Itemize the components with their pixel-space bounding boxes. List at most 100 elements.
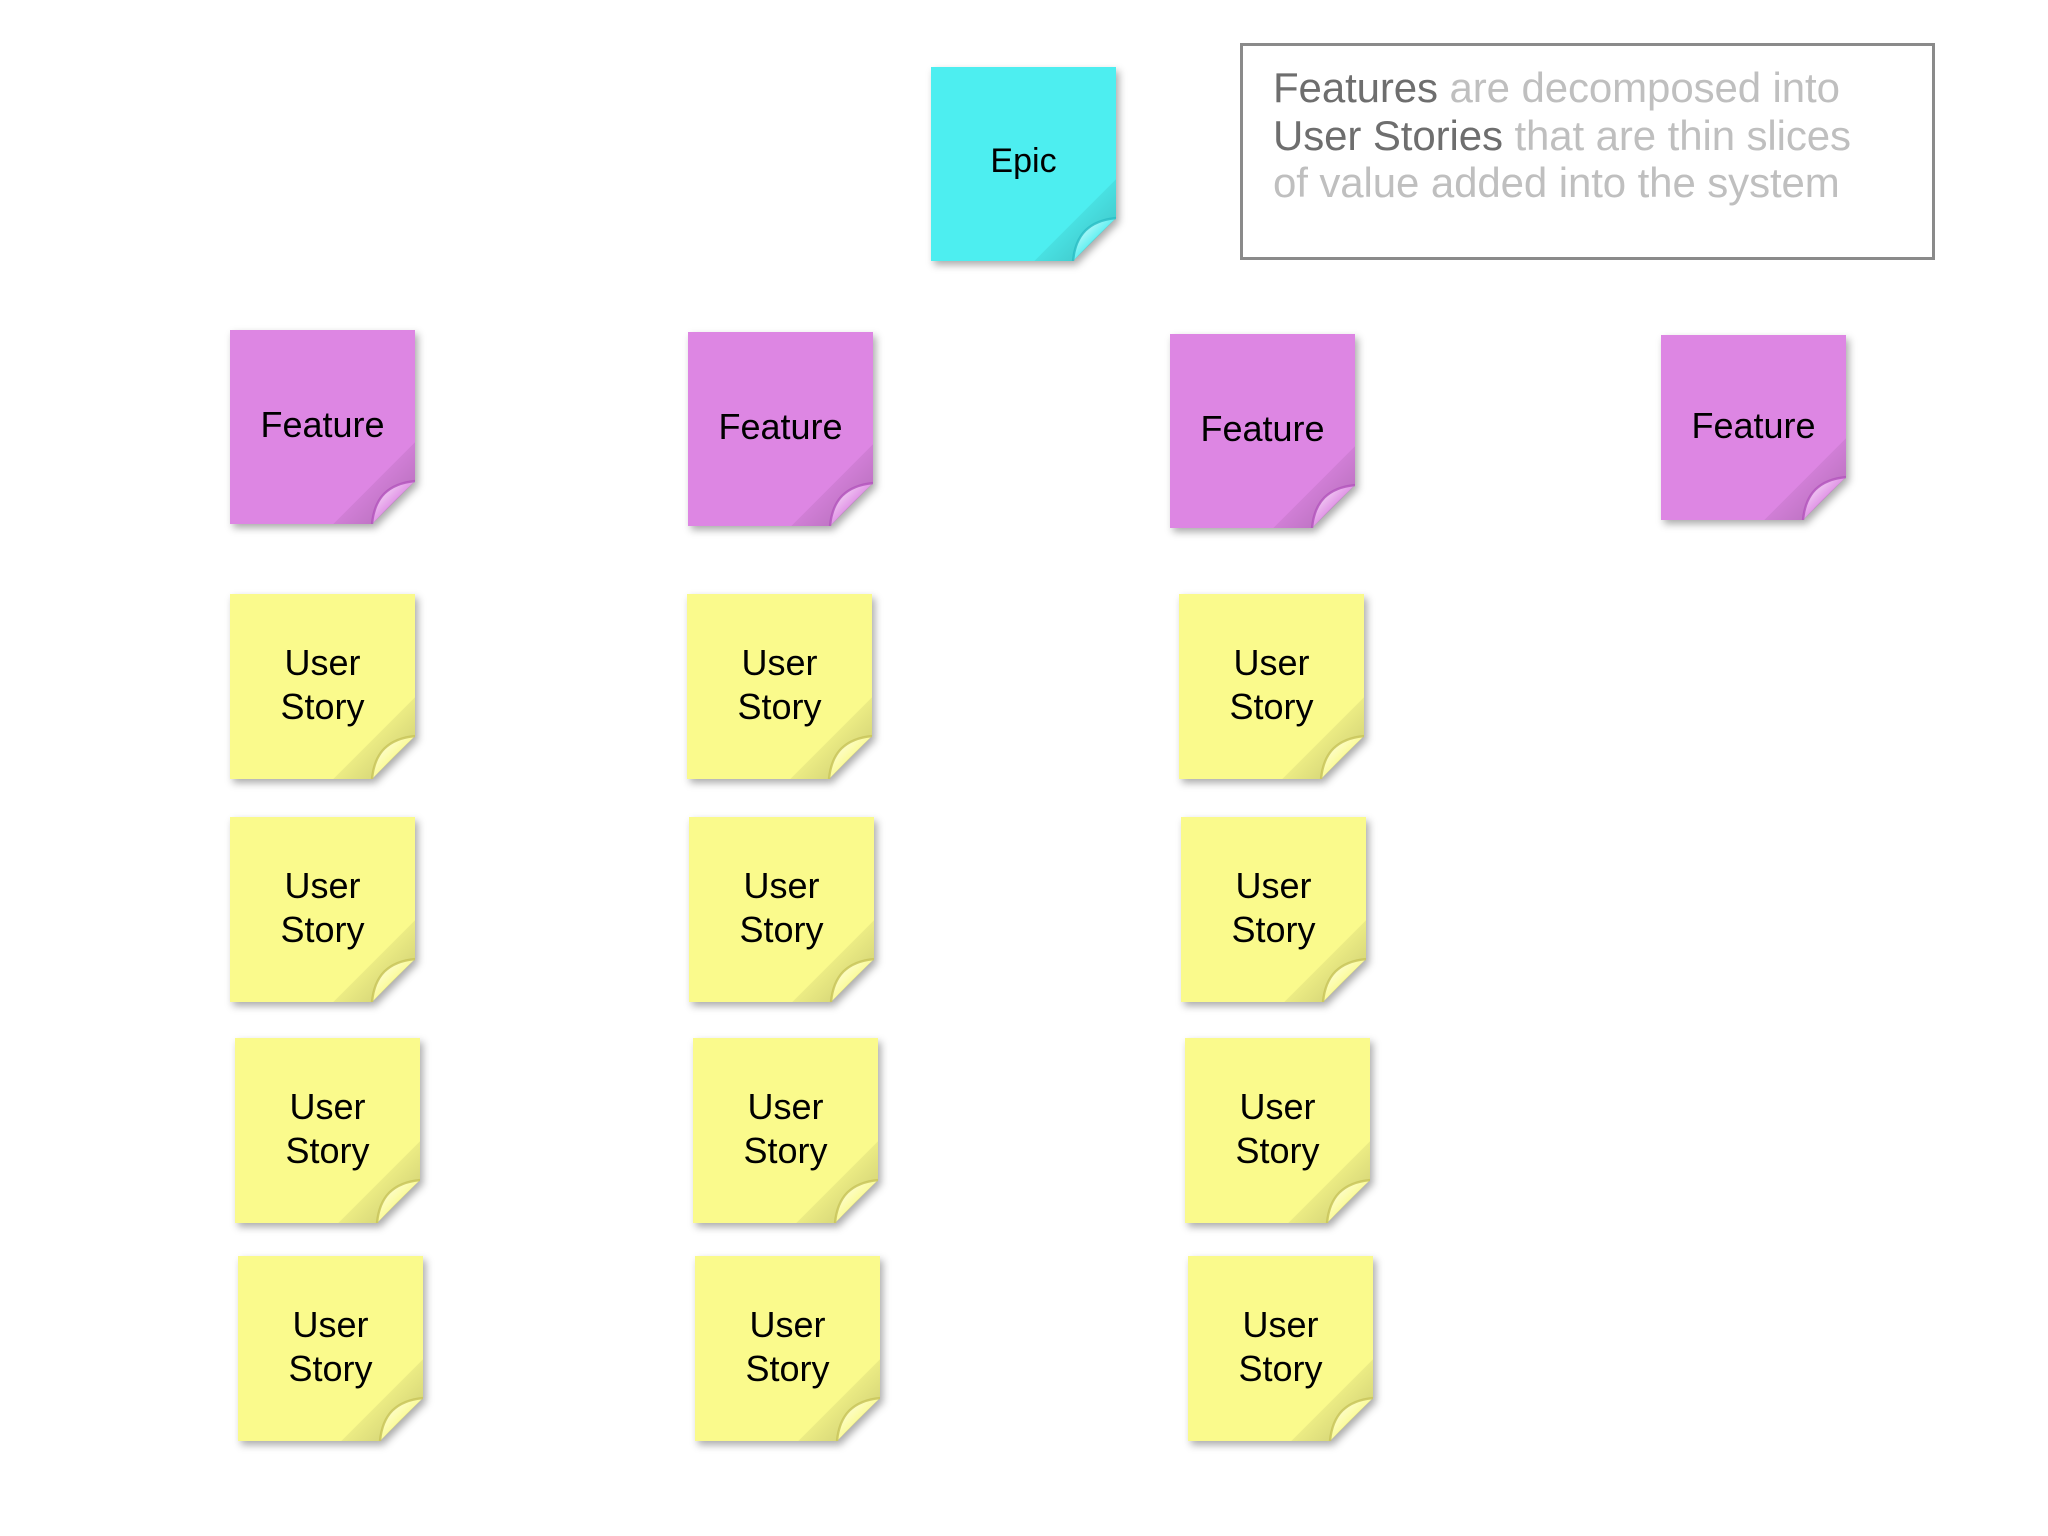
note-label: Feature (260, 404, 385, 446)
note-fold-shadow (790, 697, 872, 779)
user-story-note-c2r4[interactable]: User Story (695, 1256, 880, 1441)
note-label: User Story (288, 1303, 373, 1389)
note-curl (372, 481, 415, 524)
note-paper (687, 594, 872, 779)
user-story-note-c1r1[interactable]: User Story (230, 594, 415, 779)
note-curl (1073, 218, 1116, 261)
user-story-note-c3r4[interactable]: User Story (1188, 1256, 1373, 1441)
note-paper (689, 817, 874, 1002)
note-curl-edge (835, 1396, 880, 1441)
note-body (238, 1256, 423, 1441)
callout-text: of value added into the system (1273, 159, 1840, 207)
note-curl (1321, 736, 1364, 779)
note-paper (1170, 334, 1355, 528)
note-body (1181, 817, 1366, 1002)
callout-emphasis: Features (1273, 64, 1438, 111)
note-curl-edge (1328, 1396, 1373, 1441)
note-label: User Story (1238, 1303, 1323, 1389)
note-body (931, 67, 1116, 261)
note-curl-edge (1325, 1178, 1370, 1223)
callout-line-3: of value added into the system (1273, 159, 1908, 207)
note-fold-shadow (1291, 1359, 1373, 1441)
note-paper (1185, 1038, 1370, 1223)
note-paper (1179, 594, 1364, 779)
note-label: User Story (280, 641, 365, 727)
note-curl-edge (378, 1396, 423, 1441)
note-curl-edge (1310, 483, 1355, 528)
note-paper (230, 330, 415, 524)
note-curl (837, 1398, 880, 1441)
note-paper (1181, 817, 1366, 1002)
user-story-note-c1r2[interactable]: User Story (230, 817, 415, 1002)
note-curl-edge (833, 1178, 878, 1223)
note-paper (230, 817, 415, 1002)
note-fold-shadow (333, 442, 415, 524)
note-label: Feature (718, 406, 843, 448)
note-paper (931, 67, 1116, 261)
feature-note-4[interactable]: Feature (1661, 335, 1846, 520)
note-label: User Story (1231, 864, 1316, 950)
note-curl-edge (829, 957, 874, 1002)
note-curl (835, 1180, 878, 1223)
note-curl (1330, 1398, 1373, 1441)
note-curl-edge (375, 1178, 420, 1223)
note-label: User Story (1235, 1085, 1320, 1171)
note-body (235, 1038, 420, 1223)
note-curl (1327, 1180, 1370, 1223)
feature-note-1[interactable]: Feature (230, 330, 415, 524)
note-paper (1188, 1256, 1373, 1441)
note-body (230, 594, 415, 779)
user-story-note-c3r2[interactable]: User Story (1181, 817, 1366, 1002)
note-curl-edge (370, 479, 415, 524)
note-paper (693, 1038, 878, 1223)
note-body (1661, 335, 1846, 520)
note-fold-shadow (1288, 1141, 1370, 1223)
user-story-note-c2r1[interactable]: User Story (687, 594, 872, 779)
note-label: User Story (737, 641, 822, 727)
note-curl (380, 1398, 423, 1441)
note-label: User Story (280, 864, 365, 950)
note-body (695, 1256, 880, 1441)
note-paper (1661, 335, 1846, 520)
note-curl-edge (828, 481, 873, 526)
note-curl-edge (827, 734, 872, 779)
epic-note[interactable]: Epic (931, 67, 1116, 261)
user-story-note-c1r3[interactable]: User Story (235, 1038, 420, 1223)
note-curl (830, 483, 873, 526)
feature-note-3[interactable]: Feature (1170, 334, 1355, 528)
note-curl-edge (1071, 216, 1116, 261)
user-story-note-c2r2[interactable]: User Story (689, 817, 874, 1002)
note-curl-edge (1319, 734, 1364, 779)
feature-note-2[interactable]: Feature (688, 332, 873, 526)
note-label: User Story (743, 1085, 828, 1171)
note-label: User Story (745, 1303, 830, 1389)
note-curl (1803, 477, 1846, 520)
note-paper (695, 1256, 880, 1441)
user-story-note-c1r4[interactable]: User Story (238, 1256, 423, 1441)
note-label: User Story (739, 864, 824, 950)
note-curl (1312, 485, 1355, 528)
note-body (1179, 594, 1364, 779)
user-story-note-c2r3[interactable]: User Story (693, 1038, 878, 1223)
note-paper (230, 594, 415, 779)
note-fold-shadow (792, 920, 874, 1002)
note-curl-edge (370, 734, 415, 779)
note-label: Feature (1691, 404, 1816, 446)
callout-text: are decomposed into (1437, 64, 1840, 111)
note-curl-edge (370, 957, 415, 1002)
note-body (1170, 334, 1355, 528)
callout-line-1: Features are decomposed into (1273, 64, 1908, 112)
user-story-note-c3r3[interactable]: User Story (1185, 1038, 1370, 1223)
note-curl-edge (1321, 957, 1366, 1002)
note-body (693, 1038, 878, 1223)
callout-line-2: User Stories that are thin slices (1273, 112, 1908, 160)
note-label: User Story (285, 1085, 370, 1171)
note-body (687, 594, 872, 779)
note-fold-shadow (333, 697, 415, 779)
note-paper (688, 332, 873, 526)
note-curl (377, 1180, 420, 1223)
user-story-note-c3r1[interactable]: User Story (1179, 594, 1364, 779)
note-body (1185, 1038, 1370, 1223)
